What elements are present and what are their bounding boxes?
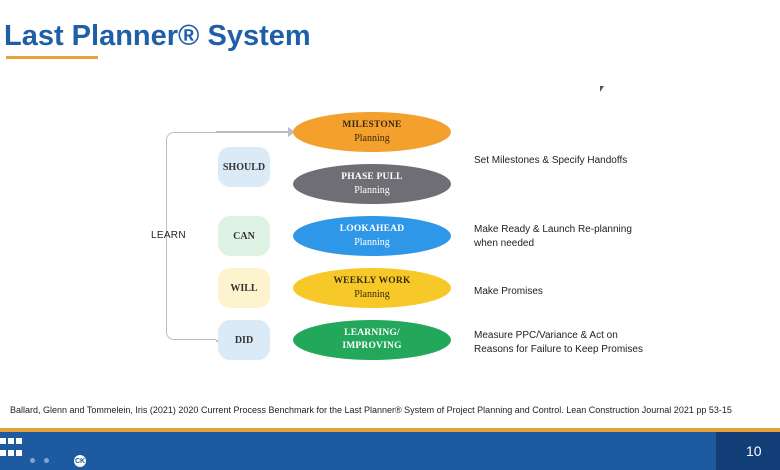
commitment-should: SHOULD: [218, 147, 270, 187]
stage-weekly-work: WEEKLY WORK Planning: [293, 268, 451, 308]
commitment-label: SHOULD: [222, 161, 266, 173]
stage-title: MILESTONE: [342, 120, 402, 130]
footer-bar: [0, 432, 780, 470]
description-line: when needed: [474, 238, 535, 249]
stage-learning-improving: LEARNING/ IMPROVING: [293, 320, 451, 360]
title-underline: [6, 56, 98, 59]
description-line: Measure PPC/Variance & Act on: [474, 330, 618, 341]
description-lookahead: Make Ready & Launch Re-planning when nee…: [474, 223, 654, 251]
stage-title: LEARNING/: [344, 328, 400, 338]
learn-loop-bracket: [166, 132, 216, 340]
description-line: Make Ready & Launch Re-planning: [474, 224, 632, 235]
footer-dot: [30, 458, 35, 463]
stage-title: WEEKLY WORK: [333, 276, 411, 286]
stage-milestone: MILESTONE Planning: [293, 112, 451, 152]
commitment-did: DID: [218, 320, 270, 360]
description-line: Set Milestones & Specify Handoffs: [474, 155, 628, 166]
description-line: Make Promises: [474, 286, 543, 297]
description-learning: Measure PPC/Variance & Act on Reasons fo…: [474, 329, 654, 357]
slide-title: Last Planner® System: [4, 20, 311, 52]
stage-subtitle: Planning: [354, 237, 390, 248]
mouse-cursor-icon: [600, 86, 604, 92]
citation: Ballard, Glenn and Tommelein, Iris (2021…: [10, 405, 732, 415]
stage-title: LOOKAHEAD: [339, 224, 405, 234]
learn-label: LEARN: [151, 230, 186, 241]
stage-subtitle: Planning: [354, 133, 390, 144]
description-milestone: Set Milestones & Specify Handoffs: [474, 154, 654, 168]
description-weekly-work: Make Promises: [474, 285, 654, 299]
commitment-label: CAN: [233, 230, 255, 242]
description-line: Reasons for Failure to Keep Promises: [474, 344, 643, 355]
stage-subtitle: IMPROVING: [342, 341, 402, 351]
loop-arrow-line: [216, 131, 290, 133]
footer-dot: [44, 458, 49, 463]
footer-accent-stripe: [0, 428, 780, 432]
arrow-right-icon: [288, 127, 295, 137]
commitment-will: WILL: [218, 268, 270, 308]
organization-logo-icon: [0, 438, 24, 460]
footer-badge-icon: CK: [74, 455, 86, 467]
commitment-label: WILL: [230, 282, 258, 294]
footer-page-panel: [716, 432, 780, 470]
stage-lookahead: LOOKAHEAD Planning: [293, 216, 451, 256]
commitment-label: DID: [234, 334, 254, 346]
stage-title: PHASE PULL: [341, 172, 403, 182]
stage-phase-pull: PHASE PULL Planning: [293, 164, 451, 204]
page-number: 10: [746, 443, 762, 459]
commitment-can: CAN: [218, 216, 270, 256]
stage-subtitle: Planning: [354, 289, 390, 300]
stage-subtitle: Planning: [354, 185, 390, 196]
